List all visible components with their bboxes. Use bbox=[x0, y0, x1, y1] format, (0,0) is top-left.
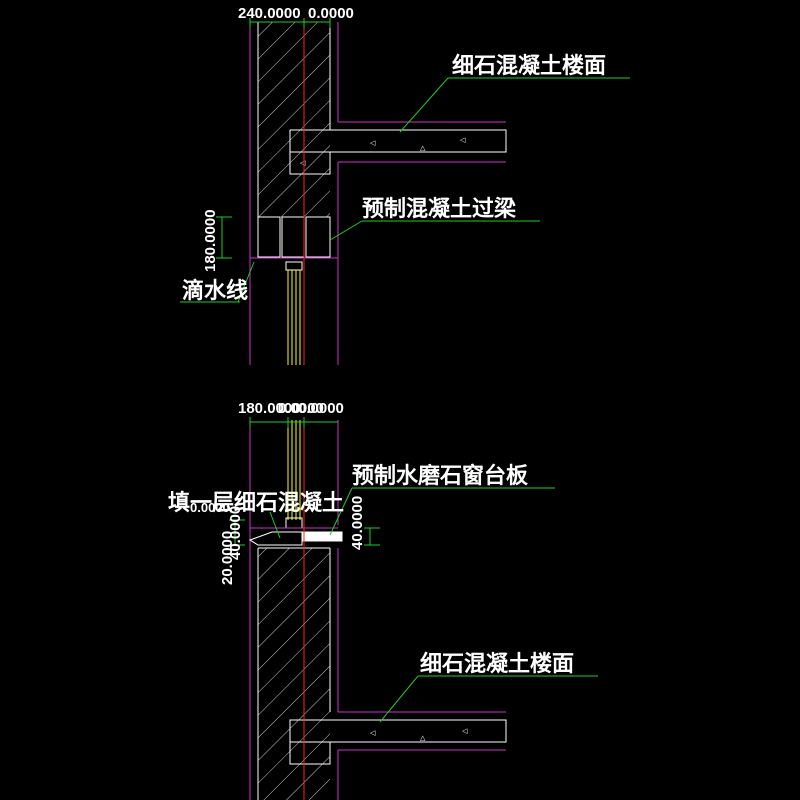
bottom-dim-sill-thickness-text: 40.0000 bbox=[349, 496, 366, 550]
top-lintel-blocks bbox=[250, 216, 338, 259]
top-leader-lintel bbox=[329, 220, 363, 241]
bottom-dim-left-a-text: 20.0000 bbox=[219, 531, 236, 585]
svg-text:△: △ bbox=[420, 144, 426, 152]
svg-text:◁: ◁ bbox=[370, 729, 376, 737]
bottom-sill-board bbox=[248, 527, 343, 546]
bottom-dim-sill-thickness: 40.0000 bbox=[349, 496, 380, 550]
svg-text:◁: ◁ bbox=[370, 139, 376, 147]
top-label-floor-finish: 细石混凝土楼面 bbox=[452, 53, 606, 79]
bottom-label-floor-finish: 细石混凝土楼面 bbox=[420, 651, 574, 677]
bottom-detail: ◁ △ ◁ 180.0000 0.0000 0.0000 40.0000 bbox=[168, 400, 598, 800]
bottom-dim-offset-b-text: 0.0000 bbox=[298, 400, 344, 417]
top-label-drip-line: 滴水线 bbox=[182, 278, 248, 304]
top-dim-lintel-text: 180.0000 bbox=[202, 209, 219, 272]
bottom-dim-left-b-text: 40.0000 bbox=[227, 506, 244, 560]
top-dim-width: 240.0000 0.0000 bbox=[238, 5, 354, 28]
svg-text:△: △ bbox=[420, 734, 426, 742]
bottom-floor-slab: ◁ △ ◁ bbox=[289, 711, 507, 800]
top-label-lintel: 预制混凝土过梁 bbox=[362, 196, 516, 222]
bottom-dim-width: 180.0000 0.0000 0.0000 bbox=[238, 400, 344, 428]
svg-text:◁: ◁ bbox=[460, 136, 466, 144]
bottom-leader-sill bbox=[329, 487, 353, 536]
bottom-label-infill: 填一层细石混凝土 bbox=[168, 490, 344, 516]
svg-text:◁: ◁ bbox=[300, 159, 306, 167]
top-floor-slab: ◁ △ ◁ ◁ bbox=[289, 121, 507, 175]
bottom-dim-left-c-text: 0.0000 bbox=[190, 500, 230, 515]
bottom-wall-hatch bbox=[258, 548, 330, 800]
top-dim-width-text: 240.0000 bbox=[238, 5, 301, 22]
bottom-dim-width-text: 180.0000 bbox=[238, 400, 301, 417]
bottom-leader-floor bbox=[379, 675, 419, 723]
bottom-dim-left: 20.0000 40.0000 0.0000 bbox=[190, 500, 245, 585]
top-wall-hatch bbox=[258, 22, 330, 217]
top-window-frame bbox=[285, 261, 303, 365]
top-leader-drip bbox=[237, 261, 255, 303]
top-detail: ◁ △ ◁ ◁ 240.0000 0.0000 bbox=[180, 5, 630, 365]
top-leader-floor bbox=[399, 77, 449, 133]
top-dim-offset-text: 0.0000 bbox=[308, 5, 354, 22]
bottom-dim-offset-a-text: 0.0000 bbox=[278, 400, 324, 417]
bottom-label-sill-board: 预制水磨石窗台板 bbox=[352, 463, 529, 489]
top-dim-lintel: 180.0000 bbox=[202, 209, 232, 272]
bottom-leader-infill bbox=[269, 511, 281, 539]
svg-text:◁: ◁ bbox=[462, 727, 468, 735]
